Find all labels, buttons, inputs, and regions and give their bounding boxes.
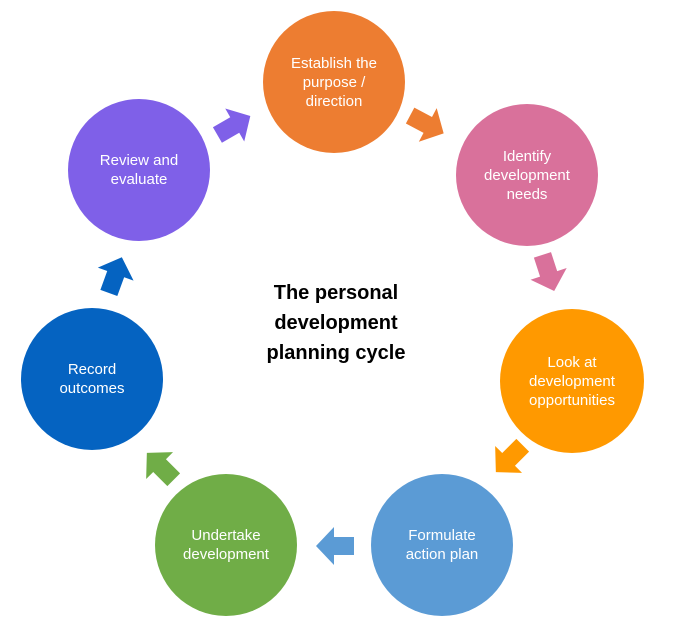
title-line: planning cycle: [266, 342, 406, 364]
step-label: Formulate: [408, 527, 476, 544]
step-review-evaluate: Review and evaluate: [68, 99, 210, 241]
arrow-icon: [316, 527, 354, 565]
step-label: development: [484, 166, 570, 184]
arrow-icon: [97, 257, 134, 296]
step-undertake-development: Undertake development: [155, 474, 297, 616]
step-label: Undertake: [191, 527, 261, 544]
step-label: Look at: [547, 353, 597, 371]
step-label: needs: [506, 185, 548, 203]
step-label: outcomes: [59, 380, 125, 397]
arrow-icon: [212, 108, 251, 143]
step-identify-needs: Identify development needs: [456, 104, 598, 246]
step-label: direction: [305, 92, 363, 110]
step-formulate-plan: Formulate action plan: [371, 474, 513, 616]
step-label: Record: [67, 361, 117, 378]
step-label: purpose /: [302, 73, 366, 91]
step-label: Establish the: [291, 54, 377, 72]
arrow-icon: [146, 452, 181, 487]
step-label: development: [529, 372, 615, 390]
step-label: Review and: [99, 152, 179, 169]
title-line: The personal: [273, 282, 399, 304]
step-look-at-opportunities: Look at development opportunities: [500, 309, 644, 453]
diagram-title: The personal development planning cycle: [226, 278, 446, 368]
step-label: Identify: [502, 147, 552, 165]
step-label: action plan: [405, 546, 479, 563]
title-line: development: [274, 312, 398, 334]
step-label: development: [183, 546, 269, 563]
step-label: opportunities: [529, 391, 615, 409]
step-record-outcomes: Record outcomes: [21, 308, 163, 450]
arrow-icon: [530, 252, 567, 292]
step-establish-purpose: Establish the purpose / direction: [263, 11, 405, 153]
arrow-icon: [405, 107, 444, 142]
step-label: evaluate: [110, 171, 168, 188]
arrow-icon: [495, 438, 530, 473]
